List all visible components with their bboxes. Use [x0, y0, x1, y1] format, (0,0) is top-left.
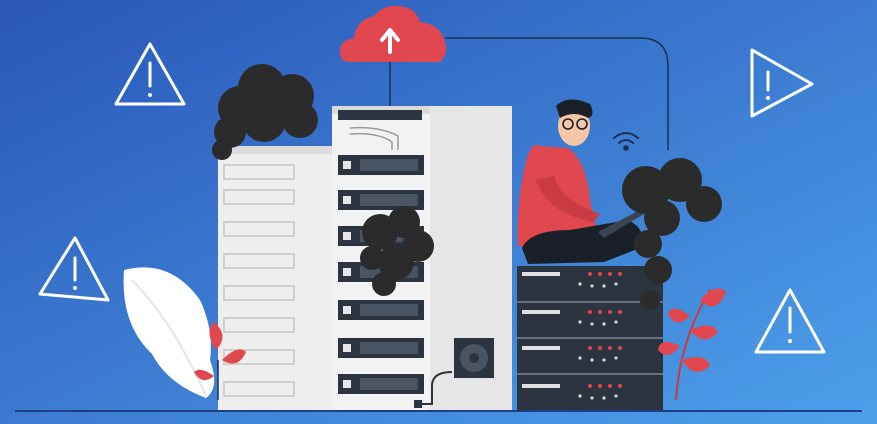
server-stack-right — [517, 266, 663, 410]
server-unit — [338, 155, 424, 175]
decorative-leaf-white — [123, 267, 215, 398]
server-unit — [338, 190, 424, 210]
smoke-cloud — [360, 206, 434, 296]
decorative-plant-red — [658, 288, 726, 401]
warning-triangle-icon — [114, 42, 186, 106]
server-unit — [338, 300, 424, 320]
person-with-laptop — [517, 99, 644, 264]
fan-icon — [454, 338, 494, 378]
power-cable — [420, 371, 453, 405]
server-tower-back — [218, 146, 336, 410]
laptop-icon — [598, 210, 644, 238]
decorative-plant-red — [194, 322, 246, 400]
server-unit — [338, 374, 424, 394]
cloud-upload-icon — [340, 5, 447, 62]
wifi-icon — [613, 132, 639, 151]
warning-triangle-icon — [38, 236, 110, 302]
server-unit — [338, 338, 424, 358]
warning-triangle-icon — [750, 48, 814, 118]
smoke-cloud — [622, 158, 722, 310]
smoke-cloud — [212, 64, 318, 160]
cloud-connector-line — [445, 37, 669, 150]
warning-triangle-icon — [754, 288, 826, 354]
